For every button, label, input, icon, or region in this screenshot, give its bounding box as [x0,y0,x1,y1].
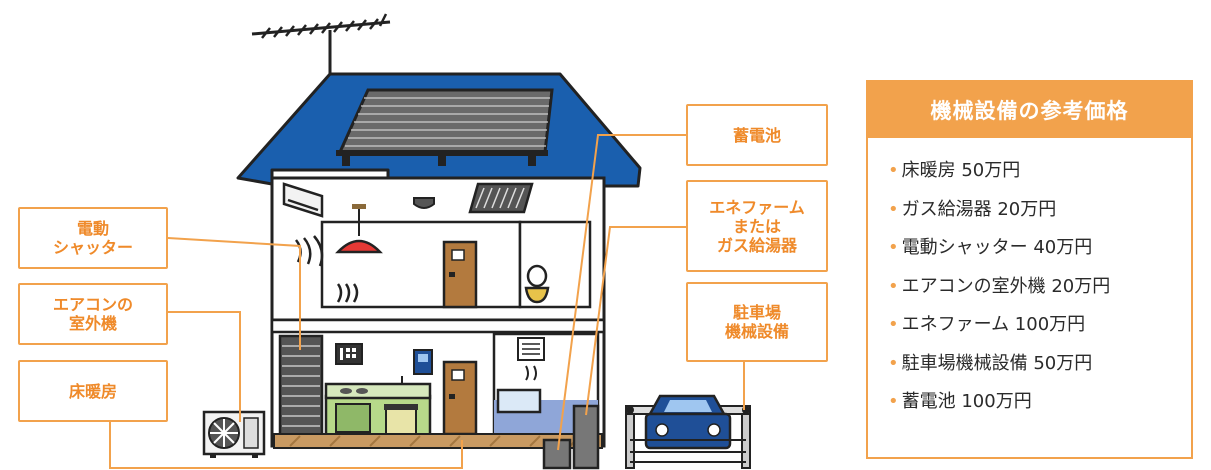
toilet-icon [524,264,550,304]
smoke-detector-icon [413,197,435,209]
bullet-icon: • [888,160,899,181]
air-conditioner-icon [282,182,324,218]
reference-price-panel: 機械設備の参考価格 •床暖房 50万円 •ガス給湯器 20万円 •電動シャッター… [866,80,1193,459]
callout-storage-battery: 蓄電池 [686,104,828,166]
callout-parking-machinery: 駐車場 機械設備 [686,282,828,362]
solar-panel [336,88,554,166]
price-item: •ガス給湯器 20万円 [888,191,1191,230]
upper-door-icon [442,240,478,309]
intercom-icon [413,349,433,375]
airflow-lines [294,235,359,303]
bullet-icon: • [888,198,899,220]
price-item: •駐車場機械設備 50万円 [888,345,1191,384]
callout-electric-shutter: 電動 シャッター [18,207,168,269]
price-item: •エアコンの室外機 20万円 [888,268,1191,307]
callout-enefarm-line3: ガス給湯器 [716,235,797,255]
price-item-text: 駐車場機械設備 50万円 [901,352,1093,374]
callout-aircon-line1: エアコンの [52,295,133,314]
kitchen-counter [324,376,432,440]
control-panel-icon [335,343,363,365]
callout-aircon-line2: 室外機 [68,314,117,333]
bullet-icon: • [888,237,899,258]
callout-shutter-line2: シャッター [52,238,133,257]
vent-grille-icon [468,182,534,214]
callout-battery-line1: 蓄電池 [732,125,781,145]
bullet-icon: • [888,352,899,374]
price-item: •エネファーム 100万円 [888,306,1191,345]
callout-floor-heating: 床暖房 [18,360,168,422]
tv-antenna-icon [251,13,391,78]
price-item-text: ガス給湯器 20万円 [901,198,1057,220]
lower-door-icon [442,360,478,436]
callout-shutter-line1: 電動 [76,219,109,238]
electric-shutter-icon [278,334,324,442]
callout-outdoor-ac: エアコンの 室外機 [18,283,168,345]
bullet-icon: • [888,391,899,412]
price-panel-title: 機械設備の参考価格 [868,82,1191,138]
price-item-text: エネファーム 100万円 [901,314,1086,335]
price-item-text: エアコンの室外機 20万円 [901,275,1111,297]
price-item-text: 電動シャッター 40万円 [901,237,1093,258]
pendant-lamp-icon [335,204,383,254]
price-item: •床暖房 50万円 [888,152,1191,191]
price-item: •蓄電池 100万円 [888,383,1191,422]
bullet-icon: • [888,275,899,297]
price-item: •電動シャッター 40万円 [888,229,1191,268]
price-list: •床暖房 50万円 •ガス給湯器 20万円 •電動シャッター 40万円 •エアコ… [868,138,1191,422]
outdoor-ac-unit-icon [202,410,266,458]
floor-heating [273,433,603,449]
callout-enefarm-line1: エネファーム [709,197,805,217]
callout-parking-line1: 駐車場 [732,303,781,322]
enefarm-unit-icon [572,404,600,470]
callout-enefarm: エネファーム または ガス給湯器 [686,180,828,272]
callout-floor-line1: 床暖房 [68,381,117,401]
callout-enefarm-line2: または [732,216,781,236]
price-item-text: 床暖房 50万円 [901,160,1021,181]
price-item-text: 蓄電池 100万円 [901,391,1032,412]
bullet-icon: • [888,314,899,335]
callout-parking-line2: 機械設備 [724,322,789,341]
storage-battery-icon [542,438,572,470]
leader-lines [109,134,745,469]
parking-machine-icon [625,394,751,469]
